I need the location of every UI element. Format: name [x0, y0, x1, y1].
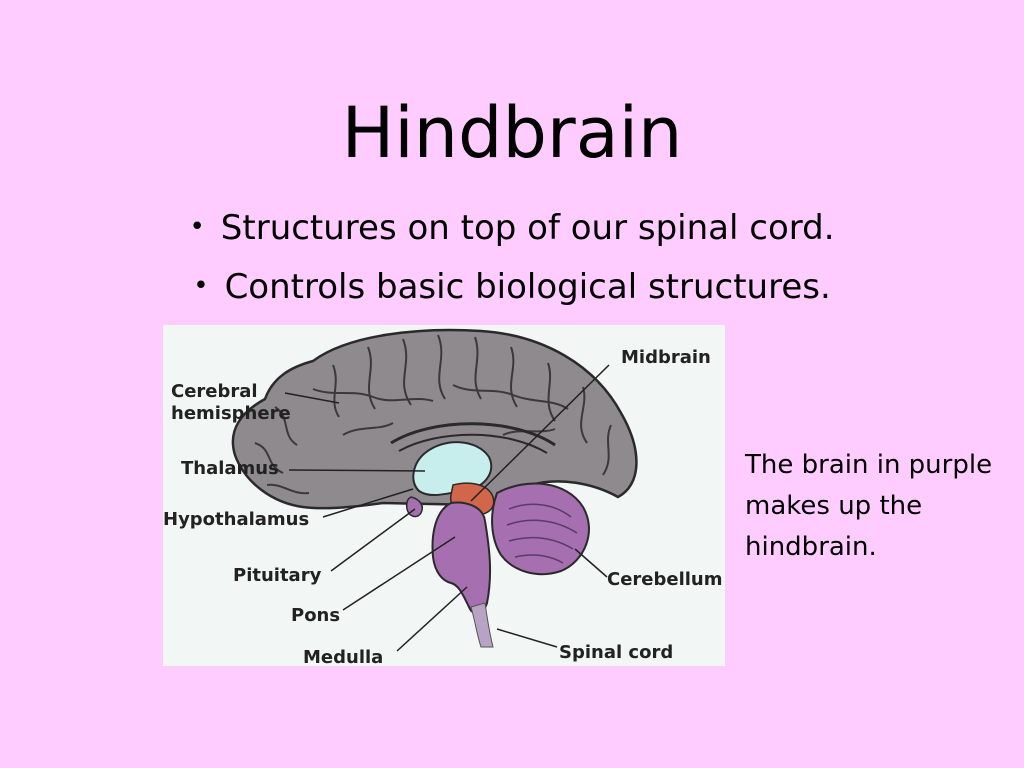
label-midbrain: Midbrain — [621, 347, 711, 368]
label-cerebral-hemisphere-line1: Cerebral — [171, 381, 258, 402]
bullet-text: Structures on top of our spinal cord. — [220, 208, 835, 248]
brain-folds — [254, 334, 612, 495]
bullet-icon: • — [189, 212, 205, 242]
bullet-text: Controls basic biological structures. — [224, 267, 831, 307]
hindbrain-brainstem-shape — [431, 501, 492, 615]
brain-diagram-svg: Cerebral hemisphere Thalamus Hypothalamu… — [163, 328, 723, 666]
bullet-list: • Structures on top of our spinal cord. •… — [0, 198, 1024, 316]
bullet-icon: • — [193, 271, 209, 301]
label-thalamus: Thalamus — [181, 458, 279, 479]
cerebellum-shape — [491, 482, 590, 576]
corpus-callosum-shape — [390, 422, 556, 447]
bullet-item: • Controls basic biological structures. — [0, 257, 1024, 316]
label-hypothalamus: Hypothalamus — [163, 509, 309, 530]
label-cerebral-hemisphere-line2: hemisphere — [171, 403, 291, 424]
cerebellum-folds — [506, 503, 578, 564]
slide-title: Hindbrain — [341, 92, 683, 174]
brain-diagram: Cerebral hemisphere Thalamus Hypothalamu… — [163, 325, 725, 666]
spinal-cord-shape — [470, 602, 494, 648]
label-pituitary: Pituitary — [233, 565, 322, 586]
label-cerebellum: Cerebellum — [607, 569, 723, 590]
leader-lines — [284, 364, 610, 652]
label-pons: Pons — [291, 605, 340, 626]
label-medulla: Medulla — [303, 647, 383, 666]
bullet-item: • Structures on top of our spinal cord. — [0, 198, 1024, 257]
diagram-caption: The brain in purple makes up the hindbra… — [745, 450, 993, 562]
label-spinal-cord: Spinal cord — [559, 642, 673, 663]
